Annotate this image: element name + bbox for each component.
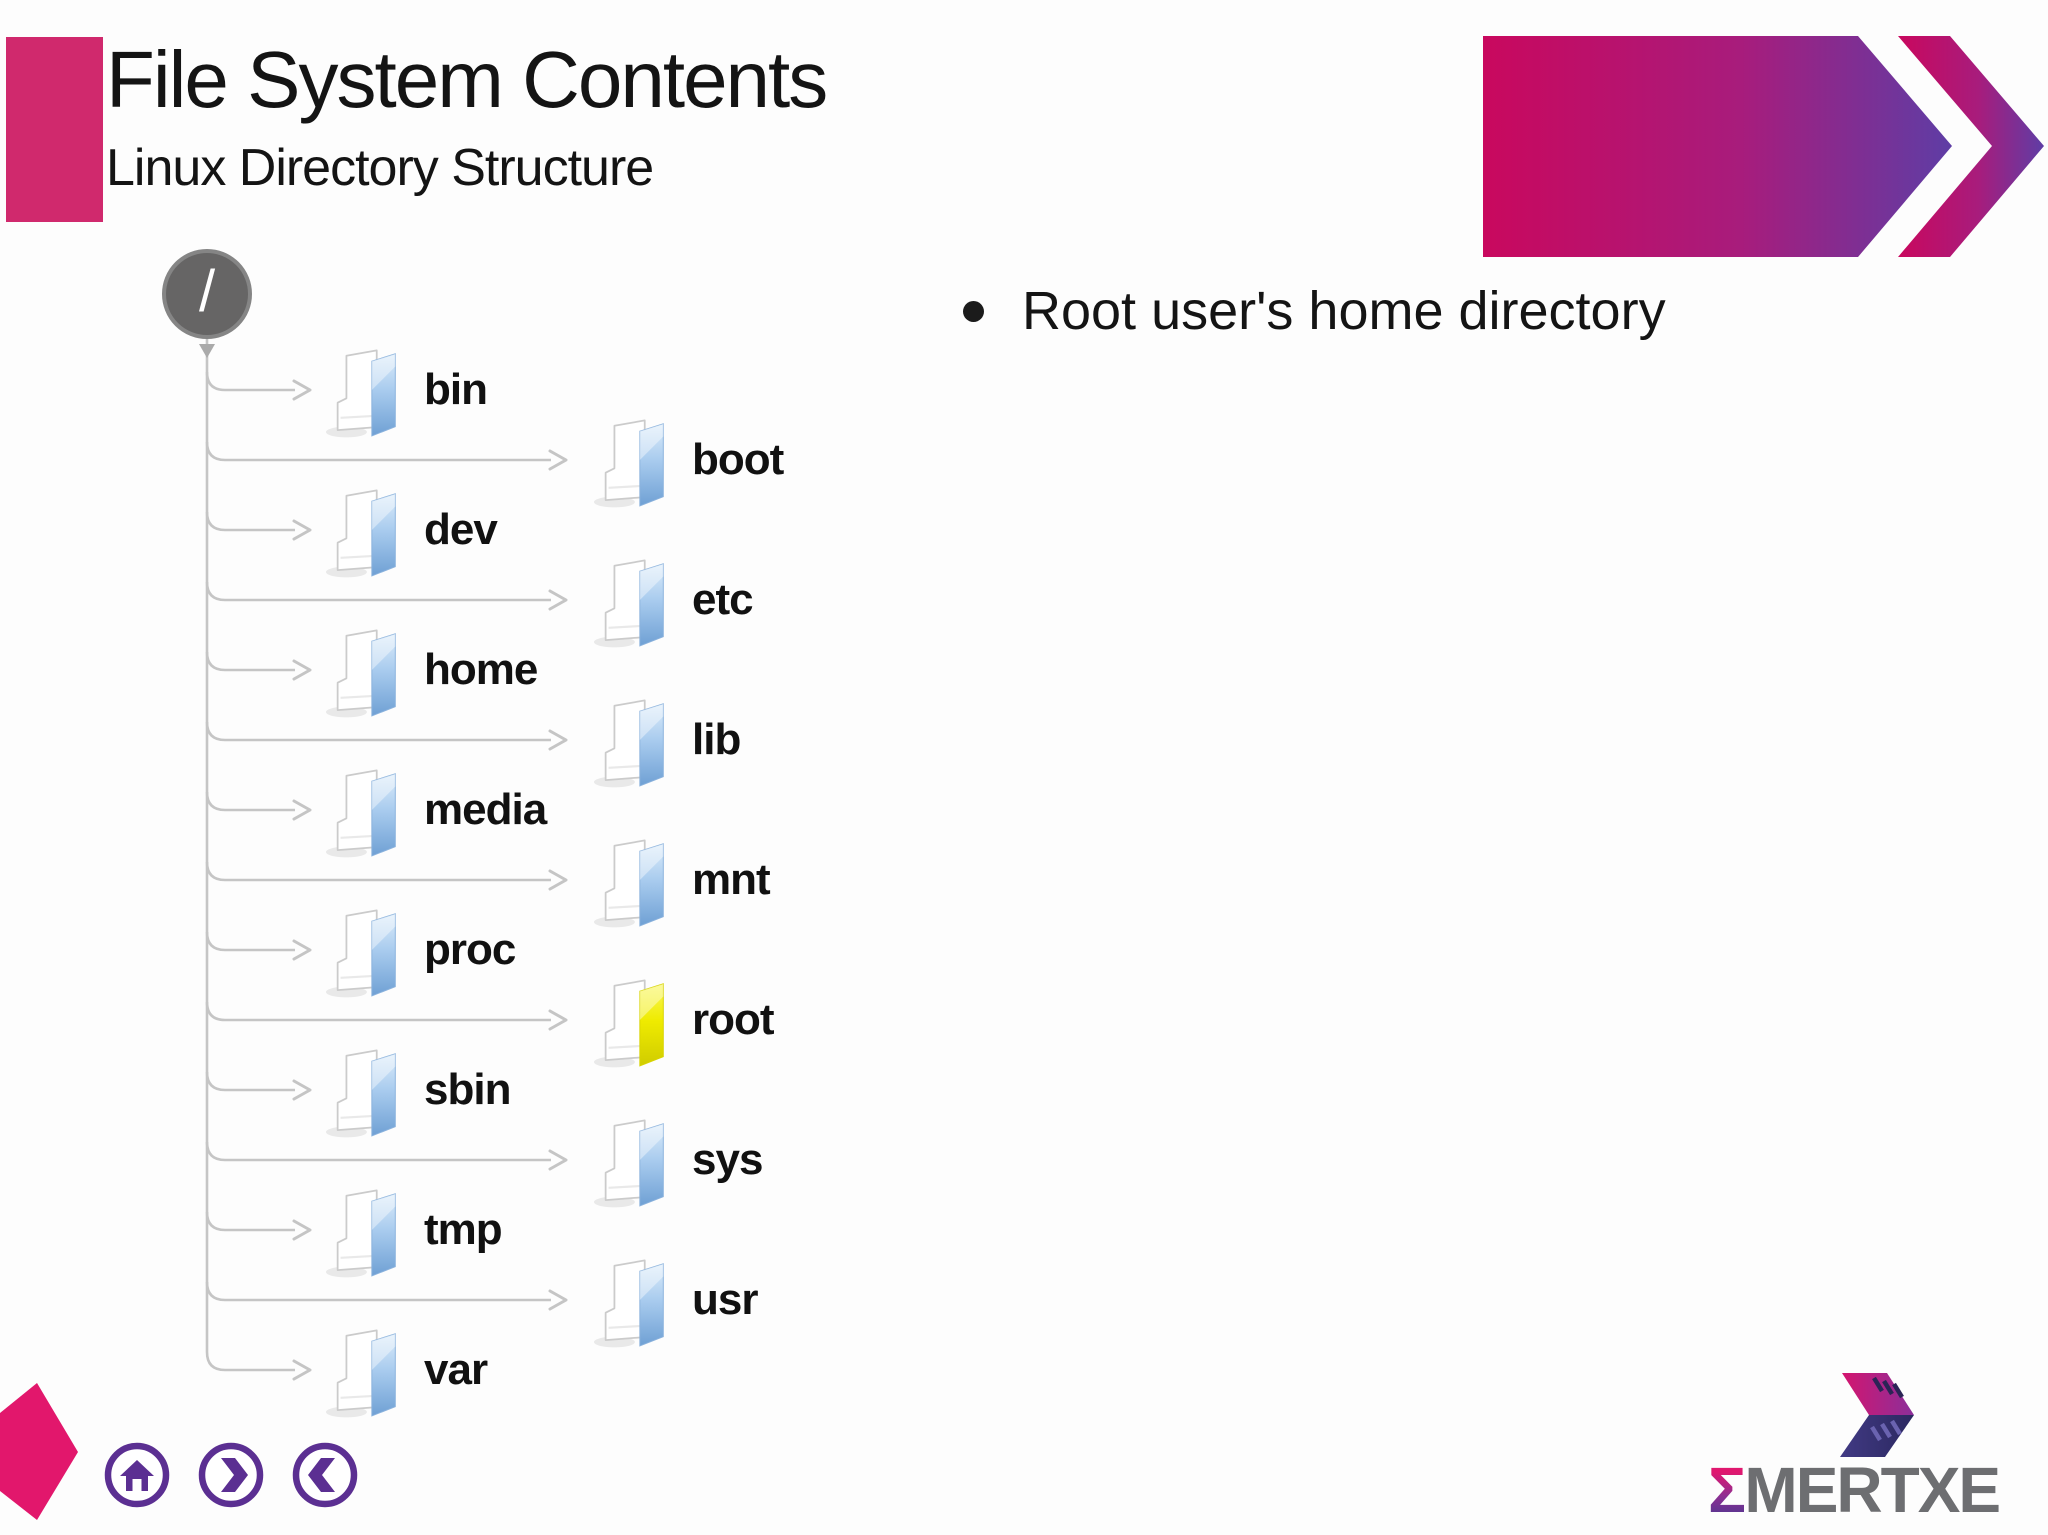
- logo-chevron-icon: [1840, 1373, 1914, 1457]
- page-title: File System Contents: [106, 35, 828, 124]
- tree-node-dev: dev: [322, 480, 498, 580]
- folder-label-dev: dev: [424, 505, 498, 554]
- tree-node-boot: boot: [590, 410, 784, 510]
- bullet-item: Root user's home directory: [963, 278, 1666, 344]
- nav-previous-button[interactable]: [289, 1439, 361, 1511]
- tree-node-usr: usr: [590, 1250, 758, 1350]
- tree-node-tmp: tmp: [322, 1180, 503, 1280]
- title-accent-bar: [6, 37, 103, 222]
- bullet-marker: [963, 301, 984, 322]
- tree-root-node: /: [162, 249, 252, 339]
- tree-node-mnt: mnt: [590, 830, 771, 930]
- brand-logo: ΣMERTXE: [1700, 1365, 2048, 1527]
- previous-icon: [292, 1442, 358, 1508]
- bullet-text: Root user's home directory: [1022, 281, 1666, 341]
- nav-home-button[interactable]: [101, 1439, 173, 1511]
- folder-icon: [325, 1189, 396, 1278]
- folder-label-sys: sys: [692, 1135, 763, 1184]
- logo-sigma: Σ: [1708, 1454, 1746, 1526]
- tree-root-label: /: [198, 259, 216, 324]
- folder-icon: [325, 1049, 396, 1138]
- tree-node-media: media: [322, 760, 547, 860]
- folder-icon: [593, 1119, 664, 1208]
- header-arrow-body: [1483, 36, 1952, 257]
- header-arrow-graphic: [1483, 36, 2044, 257]
- home-icon: [104, 1442, 170, 1508]
- tree-node-root: root: [590, 970, 775, 1070]
- folder-icon: [325, 629, 396, 718]
- folder-icon: [593, 1259, 664, 1348]
- folder-label-var: var: [424, 1345, 488, 1394]
- folder-label-etc: etc: [692, 575, 754, 624]
- folder-icon: [325, 1329, 396, 1418]
- tree-node-sbin: sbin: [322, 1040, 511, 1140]
- folder-label-sbin: sbin: [424, 1065, 511, 1114]
- folder-icon: [325, 349, 396, 438]
- tree-node-sys: sys: [590, 1110, 763, 1210]
- folder-icon: [593, 559, 664, 648]
- tree-node-bin: bin: [322, 340, 488, 440]
- tree-node-var: var: [322, 1320, 488, 1420]
- page-subtitle: Linux Directory Structure: [106, 139, 654, 197]
- folder-label-bin: bin: [424, 365, 488, 414]
- tree-node-etc: etc: [590, 550, 754, 650]
- folder-icon: [593, 419, 664, 508]
- nav-next-button[interactable]: [195, 1439, 267, 1511]
- folder-label-lib: lib: [692, 715, 741, 764]
- folder-icon: [325, 909, 396, 998]
- logo-wordmark: ΣMERTXE: [1708, 1453, 2001, 1527]
- logo-name: MERTXE: [1744, 1454, 2001, 1526]
- tree-node-proc: proc: [322, 900, 516, 1000]
- folder-icon: [325, 769, 396, 858]
- folder-icon: [593, 839, 664, 928]
- folder-icon: [325, 489, 396, 578]
- slide-navigation: [101, 1439, 361, 1511]
- folder-label-root: root: [692, 995, 775, 1044]
- next-icon: [198, 1442, 264, 1508]
- footer-chevron-decoration: [0, 1383, 78, 1520]
- folder-label-usr: usr: [692, 1275, 758, 1324]
- folder-label-media: media: [424, 785, 547, 834]
- folder-label-proc: proc: [424, 925, 516, 974]
- folder-label-boot: boot: [692, 435, 784, 484]
- tree-node-lib: lib: [590, 690, 741, 790]
- folder-label-mnt: mnt: [692, 855, 771, 904]
- tree-node-home: home: [322, 620, 538, 720]
- folder-label-tmp: tmp: [424, 1205, 503, 1254]
- header-arrow-chevron: [1898, 36, 2044, 257]
- folder-icon: [593, 979, 664, 1068]
- folder-icon: [593, 699, 664, 788]
- folder-label-home: home: [424, 645, 538, 694]
